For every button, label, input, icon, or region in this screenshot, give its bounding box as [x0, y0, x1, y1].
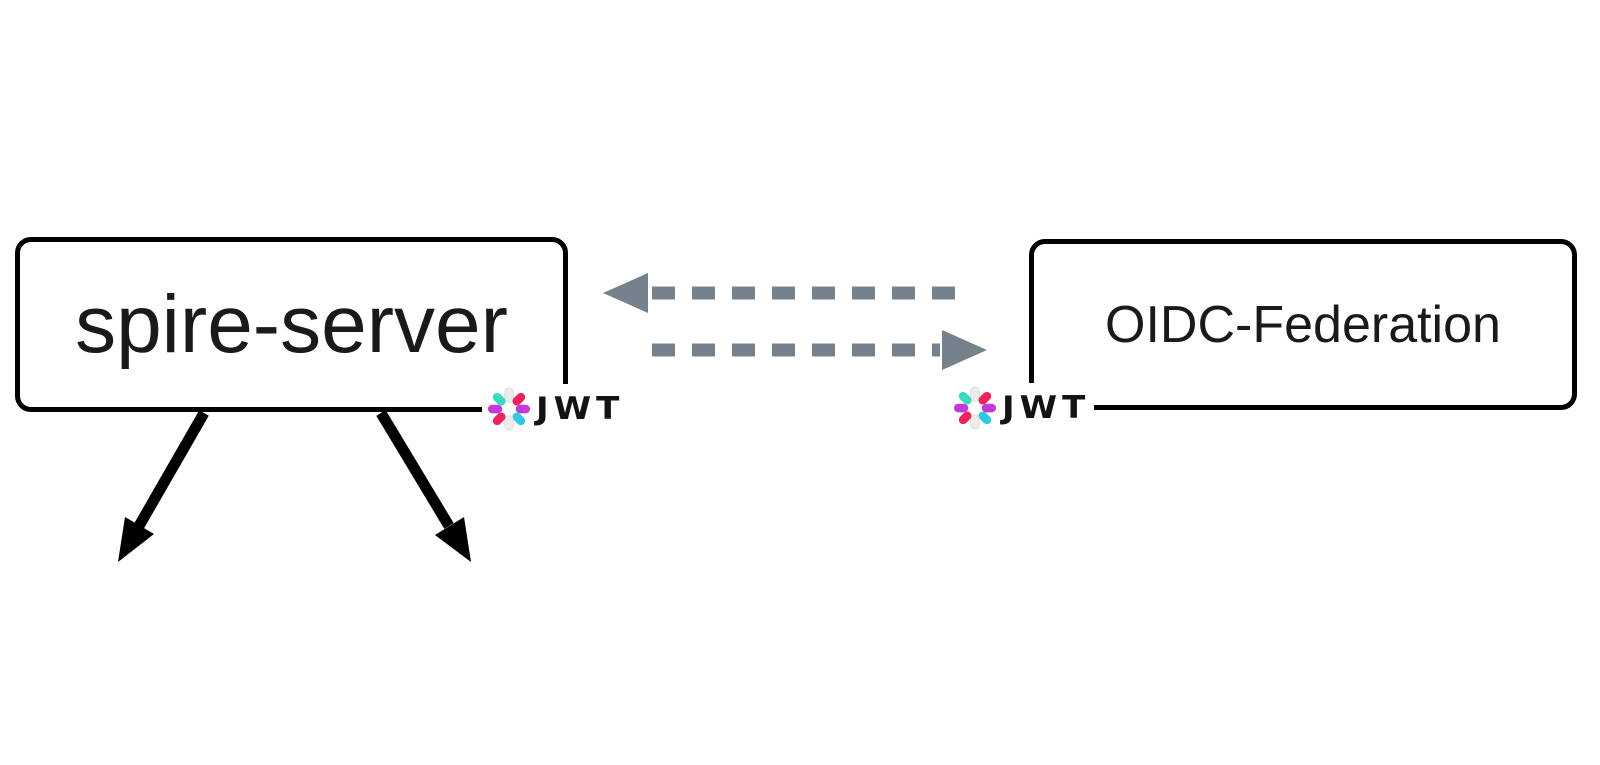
jwt-pinwheel-icon — [487, 387, 531, 431]
jwt-badge-spire-server: JWT — [482, 384, 629, 434]
jwt-petal — [958, 391, 972, 405]
node-oidc-federation: OIDC-Federation — [1029, 239, 1577, 410]
jwt-pinwheel-icon — [953, 386, 997, 430]
dashed-arrow-to-spire-server — [603, 273, 957, 313]
jwt-petal — [515, 404, 531, 414]
jwt-petal — [978, 391, 992, 405]
jwt-petal — [504, 415, 514, 431]
jwt-petal — [492, 392, 506, 406]
jwt-petal — [970, 414, 980, 430]
jwt-wordmark: JWT — [1002, 389, 1091, 427]
jwt-petal — [978, 411, 992, 425]
jwt-petal — [958, 411, 972, 425]
node-spire-server: spire-server — [15, 237, 568, 412]
jwt-petal — [953, 403, 969, 413]
jwt-petal — [504, 387, 514, 403]
jwt-petal — [981, 403, 997, 413]
jwt-petal — [487, 404, 503, 414]
jwt-wordmark: JWT — [536, 390, 625, 428]
node-oidc-federation-label: OIDC-Federation — [1105, 295, 1501, 354]
jwt-petal — [492, 412, 506, 426]
node-spire-server-label: spire-server — [75, 278, 508, 370]
jwt-petal — [970, 386, 980, 402]
jwt-badge-oidc-federation: JWT — [948, 383, 1095, 433]
solid-arrow-down-left — [118, 410, 209, 562]
solid-arrow-down-right — [376, 410, 471, 562]
jwt-petal — [512, 392, 526, 406]
jwt-petal — [512, 412, 526, 426]
dashed-arrow-to-oidc-federation — [652, 330, 987, 370]
